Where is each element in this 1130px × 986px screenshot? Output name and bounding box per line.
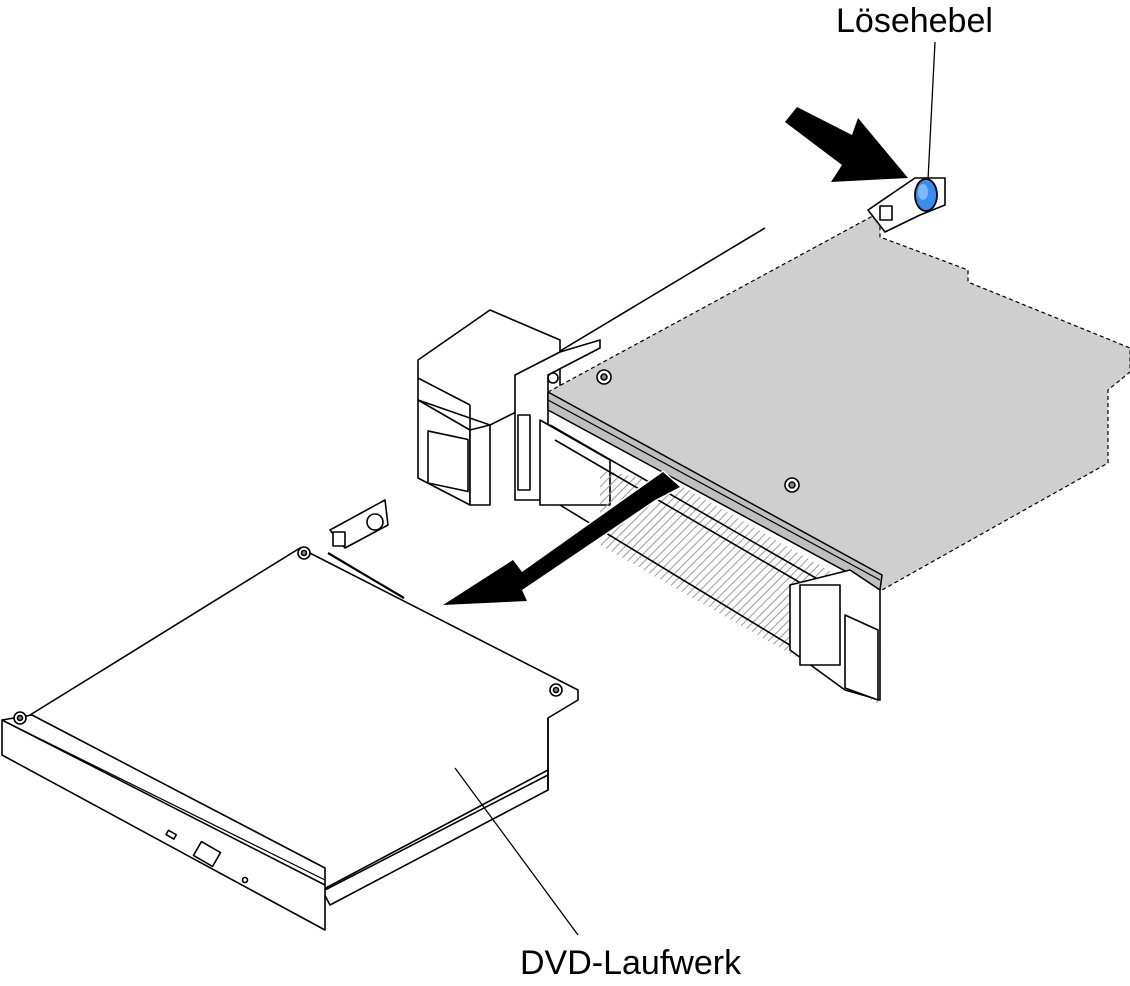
panel-screw: [596, 369, 612, 385]
release-lever-leader-line: [927, 41, 936, 181]
release-lever-label: Lösehebel: [836, 2, 993, 40]
bay-right-bracket: [789, 569, 881, 701]
dvd-emergency-eject-hole: [241, 876, 249, 884]
dvd-drive-label: DVD-Laufwerk: [520, 944, 742, 982]
server-drive-bay: [417, 177, 1130, 705]
dvd-screw: [13, 711, 27, 725]
push-lever-arrow-icon: [785, 107, 908, 182]
dvd-screw: [297, 546, 311, 560]
dvd-activity-led: [165, 829, 178, 840]
panel-screw: [784, 477, 800, 493]
dvd-eject-button: [192, 840, 222, 868]
pull-out-arrow-icon: [437, 470, 683, 607]
dvd-screw: [549, 683, 563, 697]
release-lever-icon: [914, 178, 938, 212]
dvd-drive-front-bezel: [1, 714, 326, 931]
gray-cover-panel: [547, 211, 1130, 591]
dvd-drive-unit: [1, 499, 579, 931]
dvd-drive-leader-line: [454, 767, 579, 936]
